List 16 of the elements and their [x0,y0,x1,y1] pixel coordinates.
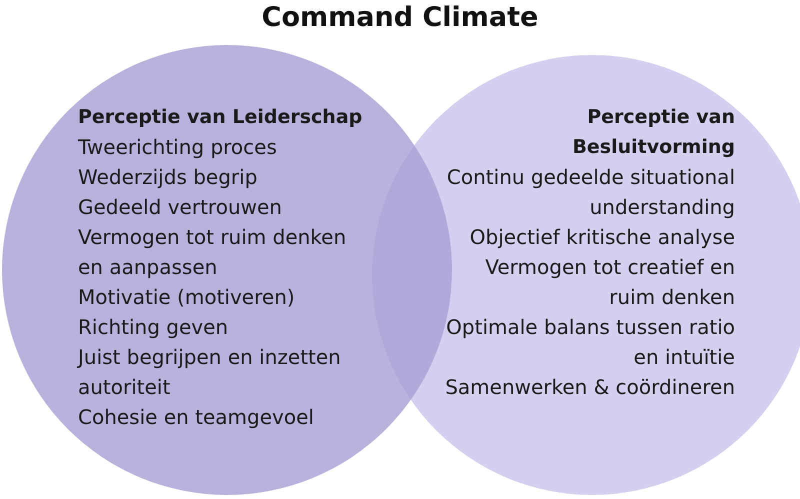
list-item: Continu gedeelde situational understanding [446,164,735,221]
list-item: Optimale balans tussen ratio en intuïtie [445,314,735,371]
list-item: Objectief kritische analyse [468,224,735,251]
list-item: Motivatie (motiveren) [78,284,296,311]
list-item: Vermogen tot creatief en ruim denken [484,254,735,311]
list-item: Juist begrijpen en inzetten autoriteit [78,344,342,401]
list-item: Samenwerken & coördineren [444,374,735,401]
list-item: Tweerichting proces [78,134,278,161]
diagram-title: Command Climate [260,2,540,33]
list-item: Cohesie en teamgevoel [78,404,315,431]
list-item: Gedeeld vertrouwen [78,194,283,221]
list-item: Richting geven [78,314,230,341]
circle-heading: Perceptie van Besluitvorming [571,105,735,160]
list-item: Vermogen tot ruim denken en aanpassen [78,224,348,281]
circle-heading: Perceptie van Leiderschap [78,105,364,130]
list-item: Wederzijds begrip [78,164,258,191]
